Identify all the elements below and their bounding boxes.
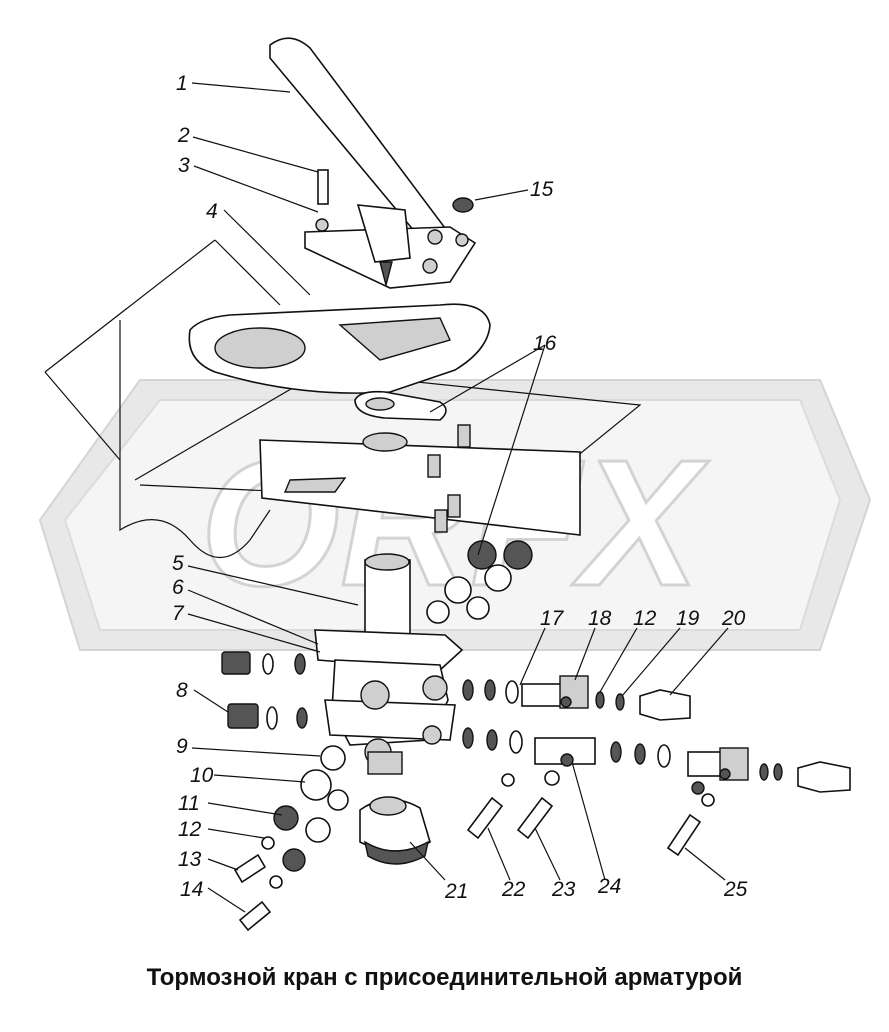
callout-13: 13 — [178, 848, 202, 871]
callout-labels: 1 2 3 4 5 6 7 8 9 10 11 12 13 14 15 16 1… — [172, 72, 748, 903]
callout-23: 23 — [551, 878, 576, 901]
brake-valve — [314, 553, 464, 775]
callout-8: 8 — [176, 679, 188, 702]
floor-plate — [188, 303, 491, 394]
callout-12-right: 12 — [633, 607, 657, 630]
callout-21: 21 — [444, 880, 468, 903]
callout-5: 5 — [172, 552, 184, 575]
cab-floor-outline — [44, 239, 642, 559]
bottom-fittings — [359, 770, 715, 865]
mounting-bracket — [259, 424, 581, 536]
diagram-title: Тормозной кран с присоединительной армат… — [146, 964, 743, 991]
callout-12-left: 12 — [178, 818, 202, 841]
right-fittings-upper — [462, 675, 691, 721]
callout-14: 14 — [180, 878, 203, 901]
leader-lines — [187, 82, 729, 913]
callout-15: 15 — [530, 178, 554, 201]
callout-2: 2 — [177, 124, 190, 147]
callout-17: 17 — [540, 607, 565, 630]
callout-1: 1 — [176, 72, 188, 95]
callout-9: 9 — [176, 735, 188, 758]
callout-24: 24 — [597, 875, 621, 898]
callout-16: 16 — [533, 332, 557, 355]
left-fittings — [221, 651, 349, 932]
gasket — [354, 390, 447, 421]
callout-20: 20 — [721, 607, 746, 630]
callout-19: 19 — [676, 607, 700, 630]
brake-pedal — [269, 37, 477, 289]
right-fittings-lower — [462, 727, 851, 793]
callout-18: 18 — [588, 607, 612, 630]
callout-7: 7 — [172, 602, 185, 625]
callout-3: 3 — [178, 154, 190, 177]
callout-10: 10 — [190, 764, 214, 787]
nuts-washers-cluster — [426, 540, 533, 624]
callout-11: 11 — [178, 792, 200, 815]
callout-6: 6 — [172, 576, 184, 599]
callout-4: 4 — [206, 200, 218, 223]
callout-22: 22 — [501, 878, 526, 901]
callout-25: 25 — [723, 878, 748, 901]
